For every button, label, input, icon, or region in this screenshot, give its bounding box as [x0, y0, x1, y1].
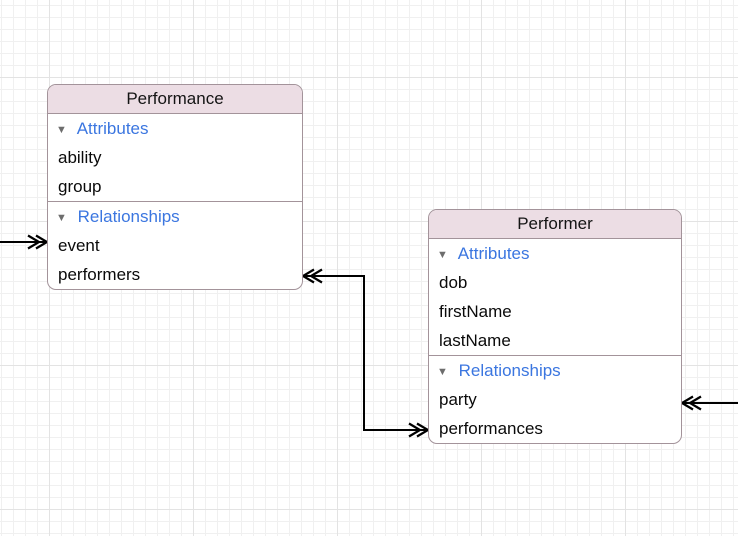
entity-performer-title[interactable]: Performer [429, 210, 681, 239]
disclosure-triangle-icon[interactable]: ▼ [437, 366, 448, 378]
relationships-section-header[interactable]: ▼ Relationships [48, 202, 302, 231]
to-many-arrowhead-icon [300, 268, 323, 284]
attributes-section: ▼ Attributes dob firstName lastName [429, 239, 681, 356]
entity-performance[interactable]: Performance ▼ Attributes ability group ▼… [47, 84, 303, 290]
relationship-row[interactable]: performers [58, 265, 141, 284]
attribute-row[interactable]: firstName [439, 302, 512, 321]
attributes-section: ▼ Attributes ability group [48, 114, 302, 202]
relationships-section-header[interactable]: ▼ Relationships [429, 356, 681, 385]
relationship-row[interactable]: event [58, 236, 100, 255]
entity-performer[interactable]: Performer ▼ Attributes dob firstName las… [428, 209, 682, 444]
connection-performance-performers-to-performer-performances[interactable] [300, 268, 431, 438]
attributes-section-header[interactable]: ▼ Attributes [48, 114, 302, 143]
disclosure-triangle-icon[interactable]: ▼ [56, 124, 67, 136]
attributes-section-label: Attributes [457, 244, 530, 263]
relationship-row[interactable]: party [439, 390, 477, 409]
entity-performance-title[interactable]: Performance [48, 85, 302, 114]
connection-offscreen-left-to-performance-event[interactable] [0, 234, 50, 250]
disclosure-triangle-icon[interactable]: ▼ [437, 249, 448, 261]
relationships-section-label: Relationships [458, 361, 561, 380]
to-many-arrowhead-icon [679, 395, 702, 411]
attribute-row[interactable]: dob [439, 273, 468, 292]
attribute-row[interactable]: group [58, 177, 102, 196]
relationships-section-label: Relationships [77, 207, 180, 226]
attribute-row[interactable]: lastName [439, 331, 511, 350]
attributes-section-header[interactable]: ▼ Attributes [429, 239, 681, 268]
attributes-section-label: Attributes [76, 119, 149, 138]
attribute-row[interactable]: ability [58, 148, 102, 167]
connection-offscreen-right-to-performer-party[interactable] [679, 395, 738, 411]
relationship-row[interactable]: performances [439, 419, 543, 438]
relationships-section: ▼ Relationships event performers [48, 202, 302, 289]
disclosure-triangle-icon[interactable]: ▼ [56, 212, 67, 224]
relationships-section: ▼ Relationships party performances [429, 356, 681, 443]
